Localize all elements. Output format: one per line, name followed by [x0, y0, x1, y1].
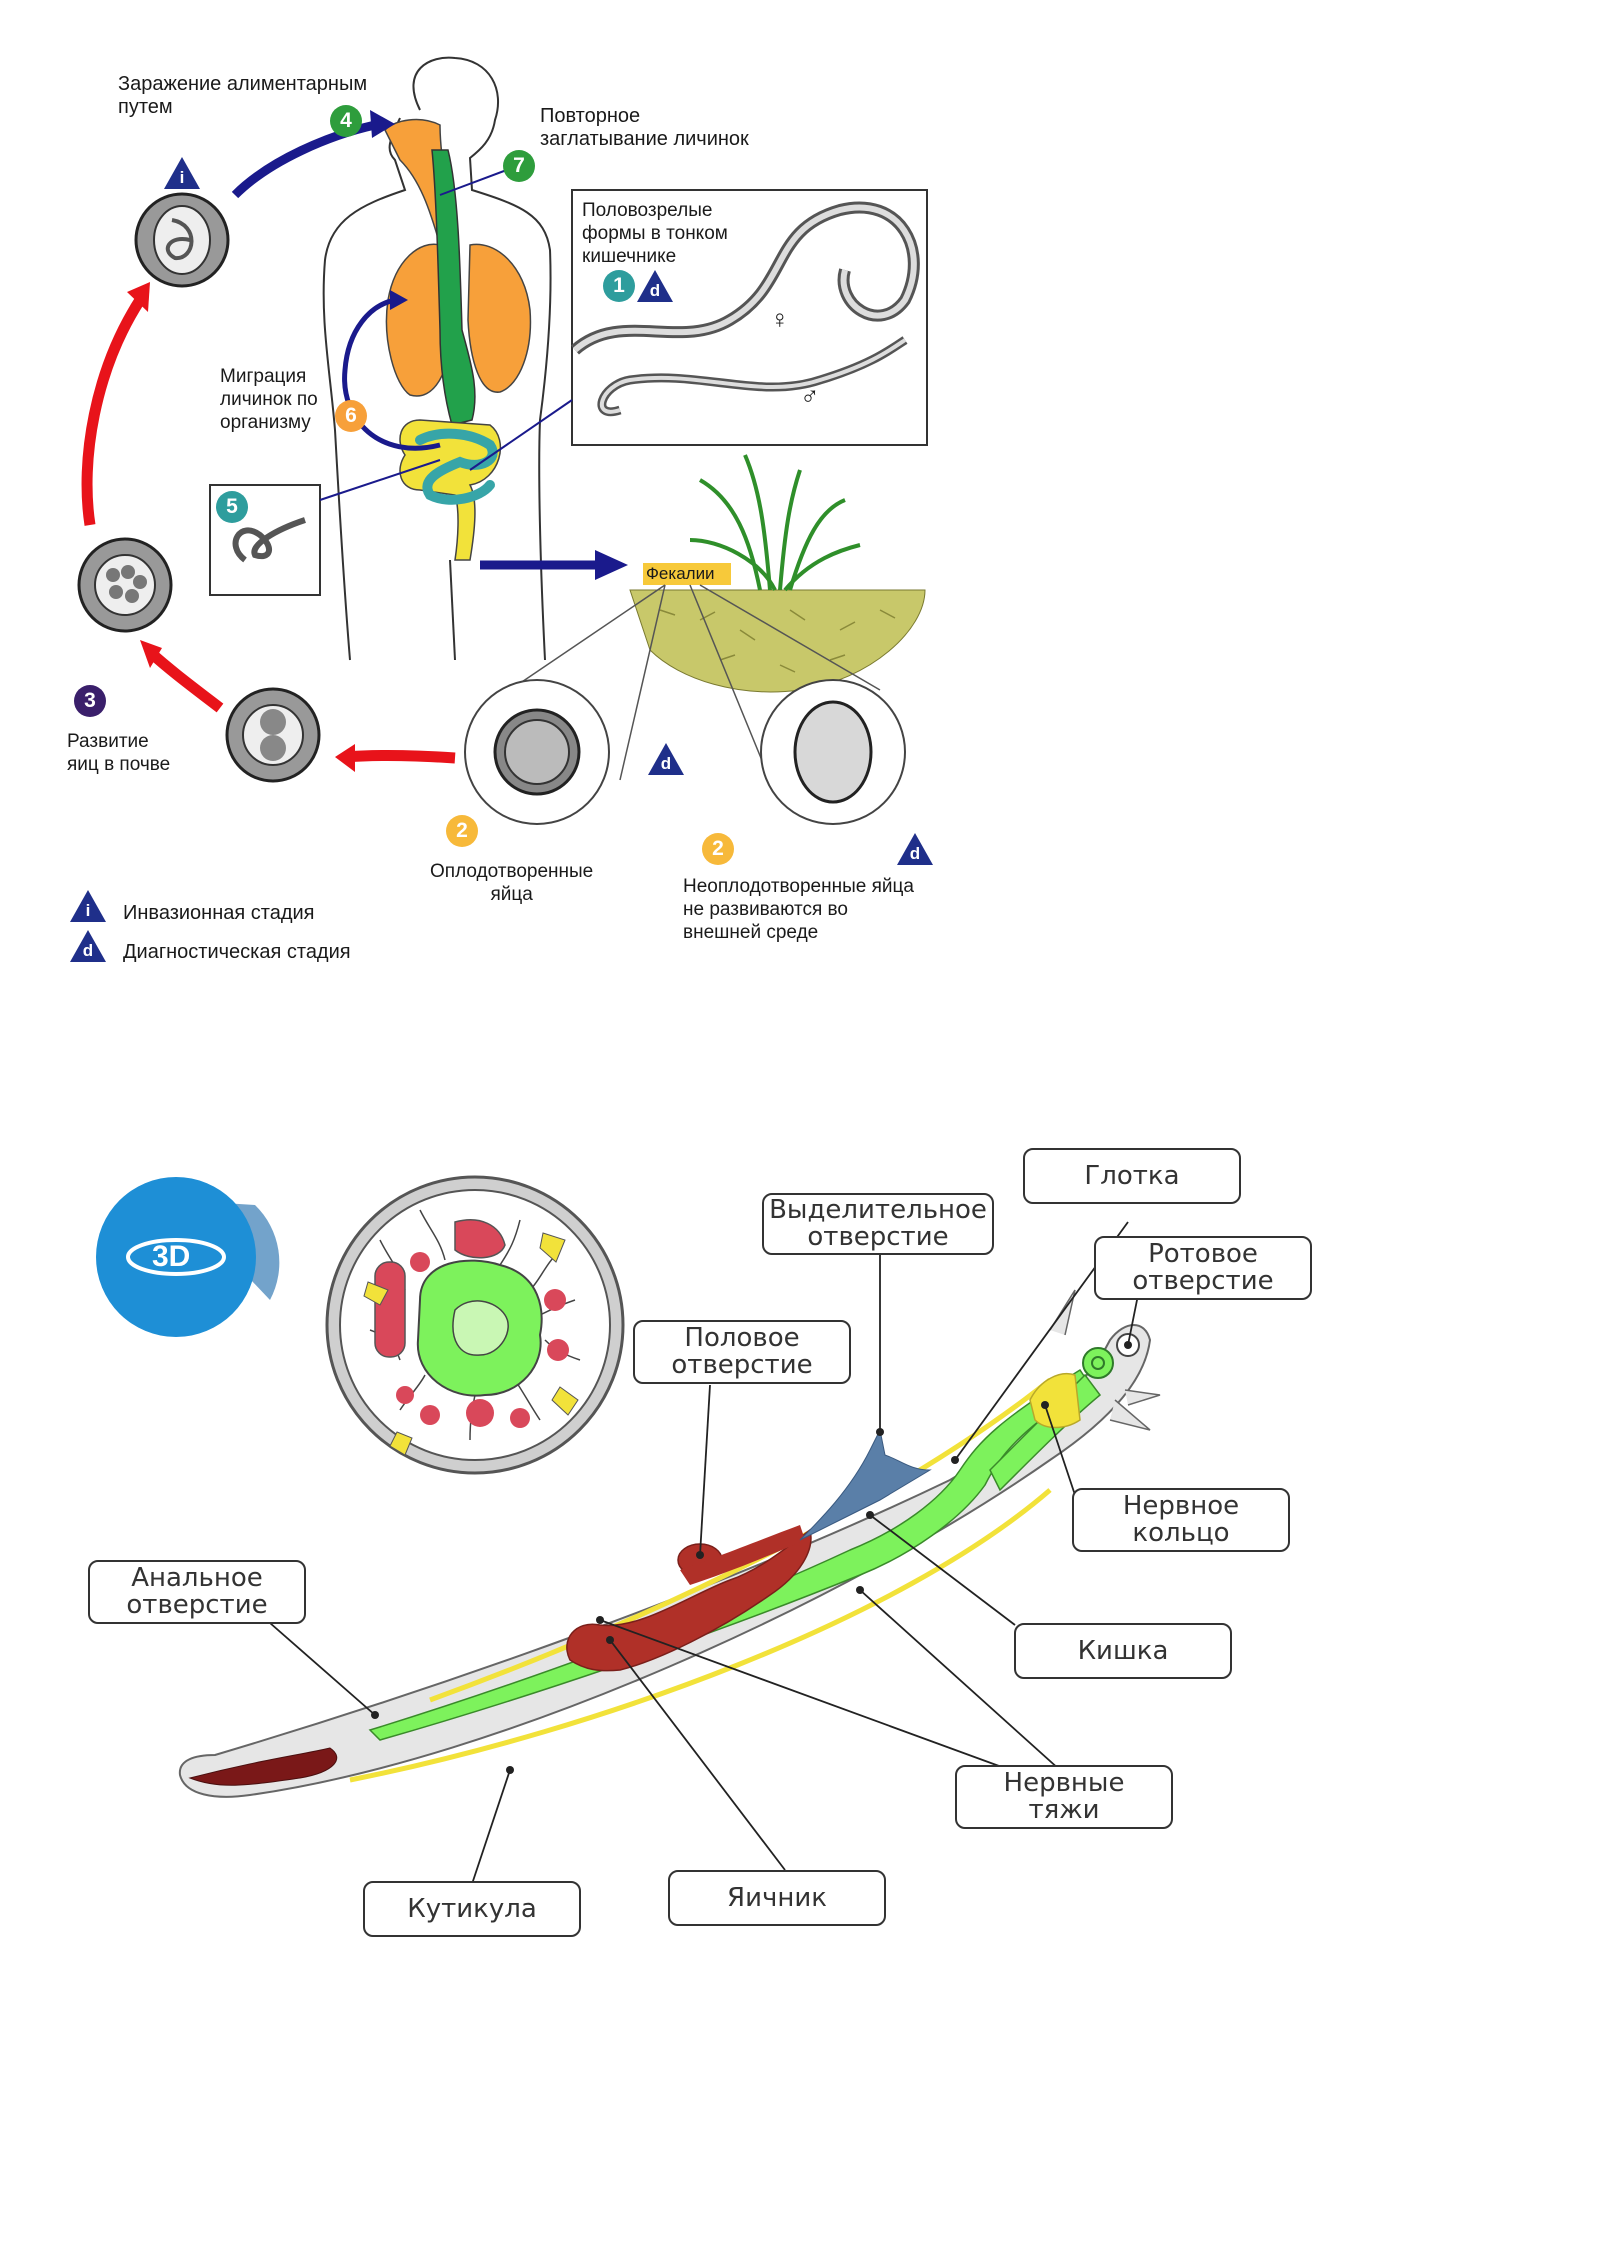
anal-opening-label: Анальное отверстие	[88, 1560, 306, 1624]
reswallow-pointer	[439, 167, 513, 196]
migration-label: Миграция личинок по организму	[220, 366, 318, 433]
infection-arrow	[231, 120, 376, 199]
excretory-opening-label: Выделительное отверстие	[762, 1193, 994, 1255]
life-cycle-diagram	[77, 56, 928, 825]
right-lung	[467, 243, 532, 393]
ovary-label: Яичник	[668, 1870, 886, 1926]
female-symbol: ♀	[770, 304, 790, 334]
mouth-opening-label: Ротовое отверстие	[1094, 1236, 1312, 1300]
small-intestine	[415, 428, 498, 505]
nerve-ring-label: Нервное кольцо	[1072, 1488, 1290, 1552]
genital-opening-label: Половое отверстие	[633, 1320, 851, 1384]
stage-badge-5: 5	[216, 491, 248, 523]
egg-infective	[134, 192, 230, 288]
grass	[689, 454, 861, 592]
human-silhouette	[322, 56, 552, 661]
migration-arrow	[342, 297, 441, 451]
stage-badge-1: 1	[603, 270, 635, 302]
3d-badge-text: 3D	[152, 1240, 191, 1273]
egg-two-cell	[225, 687, 321, 783]
diagnostic-stage-icon-adults: d	[637, 270, 673, 302]
reswallow-label: Повторное заглатывание личинок	[540, 105, 749, 150]
diagnostic-stage-icon-fertilized: d	[648, 743, 684, 775]
stage-badge-4: 4	[330, 105, 362, 137]
adults-label: Половозрелые формы в тонком кишечнике	[582, 200, 728, 267]
large-intestine	[399, 419, 501, 561]
pharynx-label: Глотка	[1023, 1148, 1241, 1204]
stage-badge-3: 3	[74, 685, 106, 717]
intestine-label: Кишка	[1014, 1623, 1232, 1679]
stage-badge-7: 7	[503, 150, 535, 182]
pointer-dots	[371, 1341, 1132, 1774]
legend-diagnostic-text: Диагностическая стадия	[123, 941, 351, 963]
legend-diagnostic-icon: d	[70, 930, 106, 962]
infection-label: Заражение алиментарным путем	[118, 73, 368, 118]
stage-badge-2b: 2	[702, 833, 734, 865]
unfertilized-eggs-label: Неоплодотворенные яйца не развиваются во…	[683, 876, 914, 943]
soil	[629, 589, 926, 693]
cuticle-label: Кутикула	[363, 1881, 581, 1937]
cycle-arrow-3	[344, 750, 456, 764]
nerve-cords-label: Нервные тяжи	[955, 1765, 1173, 1829]
stage-badge-6: 6	[335, 400, 367, 432]
stage-badge-2a: 2	[446, 815, 478, 847]
cycle-arrow-1	[81, 297, 145, 526]
soil-development-label: Развитие яиц в почве	[67, 731, 171, 775]
fertilized-eggs-label: Оплодотворенные яйца	[430, 861, 594, 905]
feces-label: Фекалии	[646, 564, 715, 583]
diagnostic-stage-icon-unfertilized: d	[897, 833, 933, 865]
male-symbol: ♂	[800, 381, 820, 411]
legend-invasive-icon: i	[70, 890, 106, 922]
egg-embryonated	[77, 537, 173, 633]
cycle-arrow-2	[146, 647, 224, 713]
invasive-stage-icon: i	[164, 157, 200, 189]
legend-invasive-text: Инвазионная стадия	[123, 902, 315, 924]
cross-section	[325, 1175, 625, 1475]
